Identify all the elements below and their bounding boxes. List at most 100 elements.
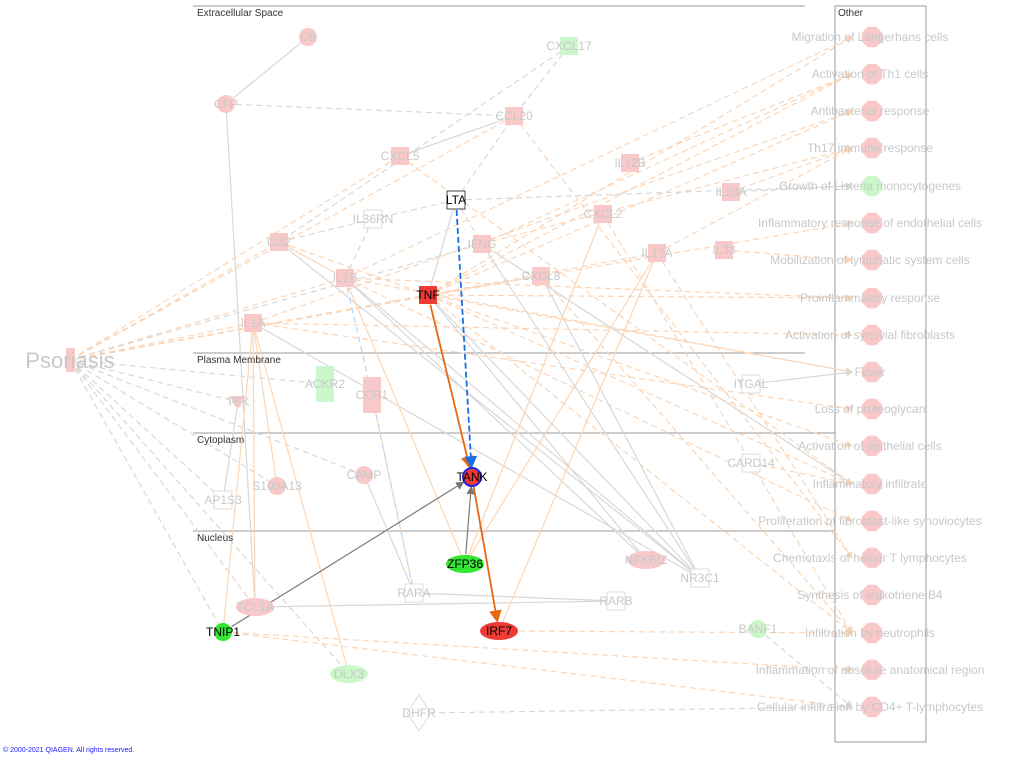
node-camp[interactable]: CAMP [347,466,382,484]
node-nfkbiz[interactable]: NFKBIZ [625,551,668,569]
edge-RARA-RARB [413,592,618,605]
node-label: ACKR2 [305,377,345,391]
function-node[interactable]: Activation of epithelial cells [798,435,942,457]
function-node[interactable]: Loss of proteoglycan [815,398,926,420]
node-cfp[interactable]: CFP [214,95,238,113]
function-node[interactable]: Activation of synovial fibroblasts [785,324,955,346]
function-node[interactable]: Inflammatory infiltrate [813,473,928,495]
node-card14[interactable]: CARD14 [727,453,775,473]
node-dhfr[interactable]: DHFR [402,694,436,732]
node-il1b[interactable]: IL1B [333,269,358,287]
node-itgal[interactable]: ITGAL [734,374,769,394]
node-zfp36[interactable]: ZFP36 [446,555,484,573]
node-il17a[interactable]: IL17A [641,244,673,262]
node-ccl20[interactable]: CCL20 [495,107,533,125]
edge-LTA-TANK[interactable] [455,209,478,469]
node-cxcl8[interactable]: CXCL8 [522,267,561,285]
node-shape [560,37,578,55]
node-label: IL36RN [353,212,394,226]
function-node[interactable]: Growth of Listeria monocytogenes [779,175,961,197]
node-cxcl5[interactable]: CXCL5 [381,147,420,165]
edge-IL17A-function [656,252,853,560]
edge-IL1A-function [252,322,854,412]
edge-Psoriasis-Ccl2 [69,241,281,361]
edge-TANK-IRF7[interactable] [472,486,502,623]
node-tnip1[interactable]: TNIP1 [206,623,240,641]
node-il36rn[interactable]: IL36RN [353,209,394,229]
function-node[interactable]: Activation of Th1 cells [812,63,929,85]
node-ap1s3[interactable]: AP1S3 [204,490,242,510]
edge-ZFP36-TANK[interactable] [465,485,475,555]
edge-IL1A-function [252,322,854,339]
edge-CFP-CCL20 [225,103,516,120]
function-label: Infiltration by neutrophils [805,626,935,640]
node-tcl1a[interactable]: TCL1A [236,598,274,616]
node-lta[interactable]: LTA [446,190,466,210]
function-node[interactable]: Infiltration by neutrophils [805,622,935,644]
node-shape [861,249,883,271]
edge-TNF-TANK[interactable] [429,304,474,470]
node-label: IL17A [641,246,672,260]
node-tek[interactable]: TEK [226,395,250,409]
function-node[interactable]: Cellular infiltration by CD4+ T-lymphocy… [757,696,983,718]
node-label: RARA [397,586,430,600]
node-tnf[interactable]: TNF [416,286,440,304]
disease-marker [66,348,75,372]
node-ccr1[interactable]: CCR1 [356,377,389,413]
function-node[interactable]: Chemotaxis of helper T lymphocytes [773,547,967,569]
edge-IL1B-CCR1 [344,277,375,397]
node-cxcl17[interactable]: CXCL17 [546,37,592,55]
disease-node-psoriasis[interactable]: Psoriasis [25,348,115,373]
node-shape [532,267,550,285]
edge-IL1B-IL36RN [344,217,374,279]
node-ifng[interactable]: IFNG [468,235,497,253]
edge-IFNG-function [481,146,854,245]
function-node[interactable]: Inflammation of absolute anatomical regi… [756,659,985,681]
function-node[interactable]: Migration of Langerhans cells [792,26,949,48]
function-node[interactable]: Synthesis of leukotriene B4 [797,584,943,606]
node-shape [419,286,437,304]
node-dlx3[interactable]: DLX3 [330,665,368,683]
node-label: NFKBIZ [625,553,668,567]
function-node[interactable]: Mobilization of lymphatic system cells [770,249,970,271]
function-node[interactable]: Proliferation of fibroblast-like synovio… [758,510,982,532]
node-shape [316,366,334,402]
node-label: CXCL8 [522,269,561,283]
node-il12b[interactable]: IL12B [614,154,646,172]
node-il1a[interactable]: IL1A [241,314,266,332]
edge-TNF-function [427,36,854,296]
node-shape [462,467,482,487]
node-shape [741,374,761,394]
node-shape [741,453,761,473]
node-il33[interactable]: IL33 [712,241,736,259]
node-shape [480,622,518,640]
node-ccl2[interactable]: Ccl2 [267,233,291,251]
function-node[interactable]: Proinflammatory response [800,287,940,309]
function-node[interactable]: Inflammatory response of endothelial cel… [758,212,982,234]
function-node[interactable]: Fever [855,361,886,383]
node-c9[interactable]: C9 [299,28,317,46]
edge-NFKBIZ-IL1B [344,277,647,561]
node-label: CXCL2 [584,207,623,221]
node-label: TNIP1 [206,625,240,639]
edge-TNIP1-function [222,631,854,674]
function-node[interactable]: Antibacterial response [811,100,930,122]
node-tank[interactable]: TANK [456,467,488,487]
node-irf7[interactable]: IRF7 [480,622,518,640]
node-banf1[interactable]: BANF1 [739,620,778,638]
node-s100a13[interactable]: S100A13 [252,477,302,495]
node-nr3c1[interactable]: NR3C1 [680,568,720,588]
node-ackr2[interactable]: ACKR2 [305,366,345,402]
node-rara[interactable]: RARA [397,583,431,603]
edge-IL1B-function [344,277,854,522]
node-il23a[interactable]: IL23A [715,183,747,201]
node-label: RARB [599,594,632,608]
copyright-notice: © 2000-2021 QIAGEN. All rights reserved. [3,747,135,754]
node-rarb[interactable]: RARB [599,591,633,611]
node-label: CFP [214,97,238,111]
function-node[interactable]: Th17 immune response [807,137,933,159]
edge-Psoriasis-CXCL5 [69,155,402,361]
edge-IRF7-function [498,629,854,637]
node-cxcl2[interactable]: CXCL2 [584,205,623,223]
edge-IL36RN-Ccl2 [277,218,374,245]
